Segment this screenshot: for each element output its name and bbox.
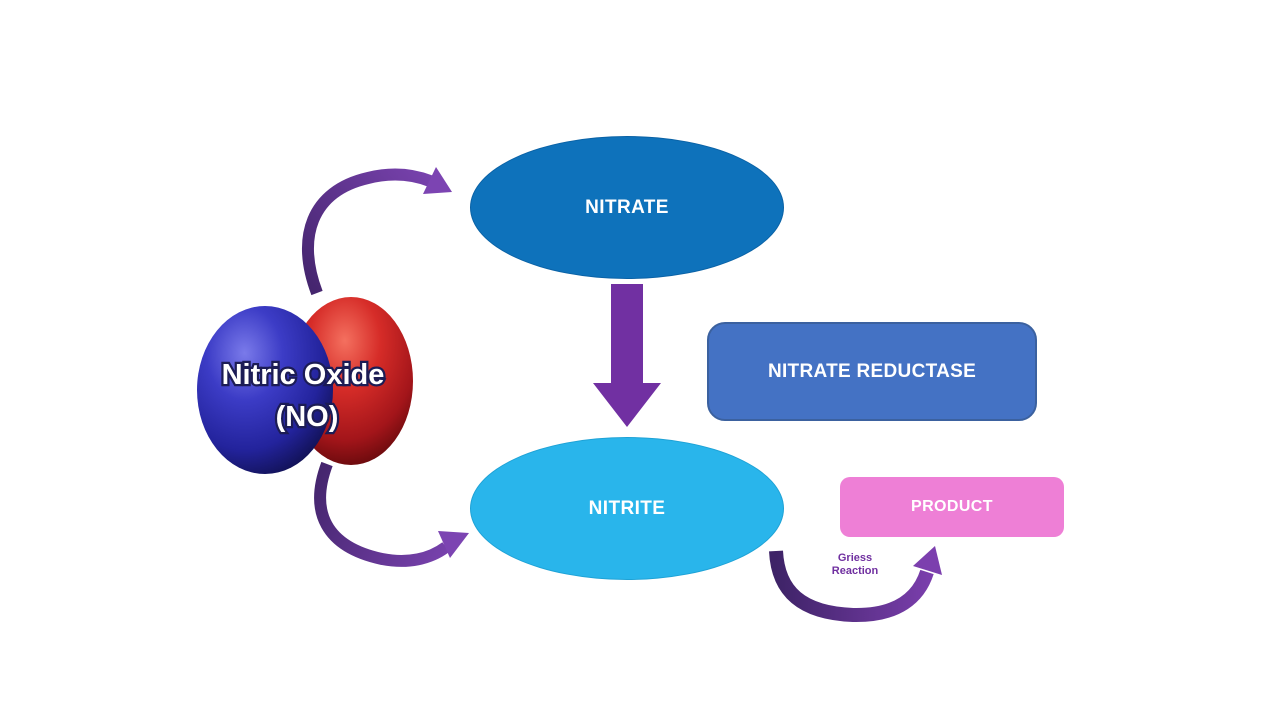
molecule-label-line2: (NO) [276, 401, 339, 433]
griess-reaction-annotation: Griess Reaction [813, 552, 897, 578]
nitrate-label: NITRATE [585, 196, 669, 218]
molecule-label-line1: Nitric Oxide [222, 359, 385, 391]
nitrite-node: NITRITE [470, 437, 784, 580]
no-to-nitrite-arrow [314, 461, 469, 567]
product-node: PRODUCT [840, 477, 1064, 537]
nitrite-to-product-arrow [769, 546, 942, 623]
nitrate-reductase-node: NITRATE REDUCTASE [707, 322, 1037, 421]
no-to-nitrate-arrow [302, 167, 452, 296]
nitrate-to-nitrite-arrow [593, 284, 661, 427]
nitrite-label: NITRITE [588, 497, 666, 519]
nitrogen-sphere [197, 306, 333, 474]
nitric-oxide-molecule: Nitric Oxide (NO) [197, 297, 413, 474]
product-label: PRODUCT [911, 498, 993, 515]
nitrate-reductase-label: NITRATE REDUCTASE [767, 360, 977, 382]
nitrate-node: NITRATE [470, 136, 784, 279]
griess-line1: Griess [837, 552, 873, 564]
griess-line2: Reaction [831, 565, 879, 577]
